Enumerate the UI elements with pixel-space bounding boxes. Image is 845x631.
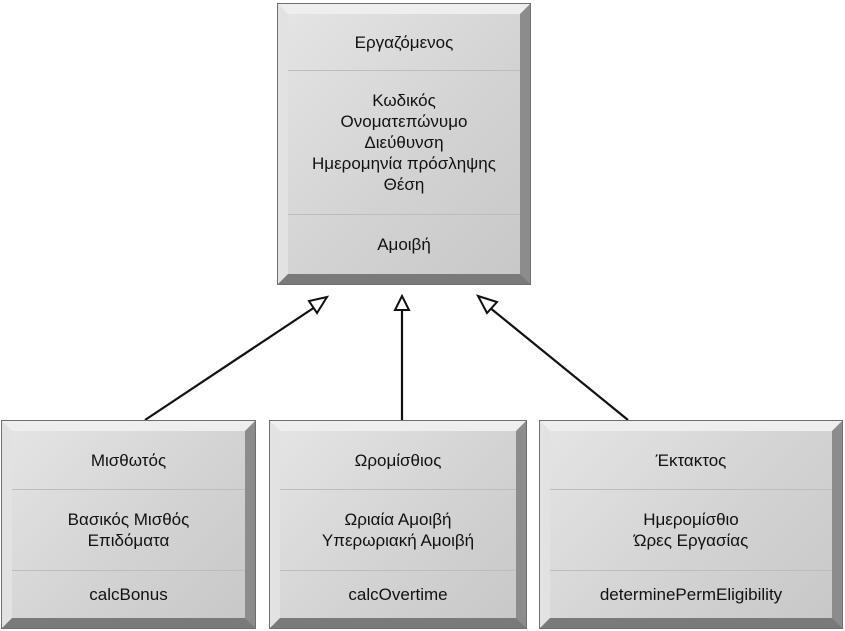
inheritance-arrowhead-hourly xyxy=(393,293,411,311)
attribute: Ημερομίσθιο xyxy=(643,510,739,529)
inheritance-arrowhead-salaried xyxy=(307,295,330,315)
method: Αμοιβή xyxy=(377,235,431,254)
method: determinePermEligibility xyxy=(599,585,783,604)
attributes-section: Κωδικός Ονοματεπώνυμο Διεύθυνση Ημερομην… xyxy=(288,70,520,214)
methods-section: Αμοιβή xyxy=(288,214,520,274)
class-employee: Εργαζόμενος Κωδικός Ονοματεπώνυμο Διεύθυ… xyxy=(278,4,530,284)
class-name: Εργαζόμενος xyxy=(354,32,454,52)
class-temporary: Έκτακτος Ημερομίσθιο Ώρες Εργασίας deter… xyxy=(540,421,842,628)
attribute: Ημερομηνία πρόσληψης xyxy=(312,154,496,173)
attributes-section: Βασικός Μισθός Επιδόματα xyxy=(12,489,245,570)
attributes-section: Ωριαία Αμοιβή Υπερωριακή Αμοιβή xyxy=(280,489,516,570)
attribute: Επιδόματα xyxy=(87,531,170,550)
method: calcOvertime xyxy=(348,585,448,604)
attribute: Διεύθυνση xyxy=(364,133,444,152)
methods-section: determinePermEligibility xyxy=(550,570,832,618)
attributes-section: Ημερομίσθιο Ώρες Εργασίας xyxy=(550,489,832,570)
class-salaried: Μισθωτός Βασικός Μισθός Επιδόματα calcBo… xyxy=(2,421,255,628)
attribute: Βασικός Μισθός xyxy=(67,510,190,529)
attribute: Ωριαία Αμοιβή xyxy=(344,510,452,529)
class-name-section: Εργαζόμενος xyxy=(288,14,520,70)
class-name: Έκτακτος xyxy=(655,450,727,470)
attribute: Κωδικός xyxy=(372,91,436,110)
methods-section: calcOvertime xyxy=(280,570,516,618)
method: calcBonus xyxy=(89,585,168,604)
attribute: Ονοματεπώνυμο xyxy=(340,112,468,131)
inheritance-arrowhead-temporary xyxy=(475,294,499,315)
class-name: Μισθωτός xyxy=(90,450,167,470)
class-name-section: Ωρομίσθιος xyxy=(280,431,516,489)
class-hourly: Ωρομίσθιος Ωριαία Αμοιβή Υπερωριακή Αμοι… xyxy=(270,421,526,628)
inheritance-line-salaried xyxy=(144,306,316,421)
methods-section: calcBonus xyxy=(12,570,245,618)
attribute: Θέση xyxy=(383,175,425,194)
class-name-section: Μισθωτός xyxy=(12,431,245,489)
inheritance-line-temporary xyxy=(488,306,629,421)
class-name-section: Έκτακτος xyxy=(550,431,832,489)
attribute: Ώρες Εργασίας xyxy=(633,531,749,550)
class-name: Ωρομίσθιος xyxy=(354,450,442,470)
attribute: Υπερωριακή Αμοιβή xyxy=(321,531,475,550)
